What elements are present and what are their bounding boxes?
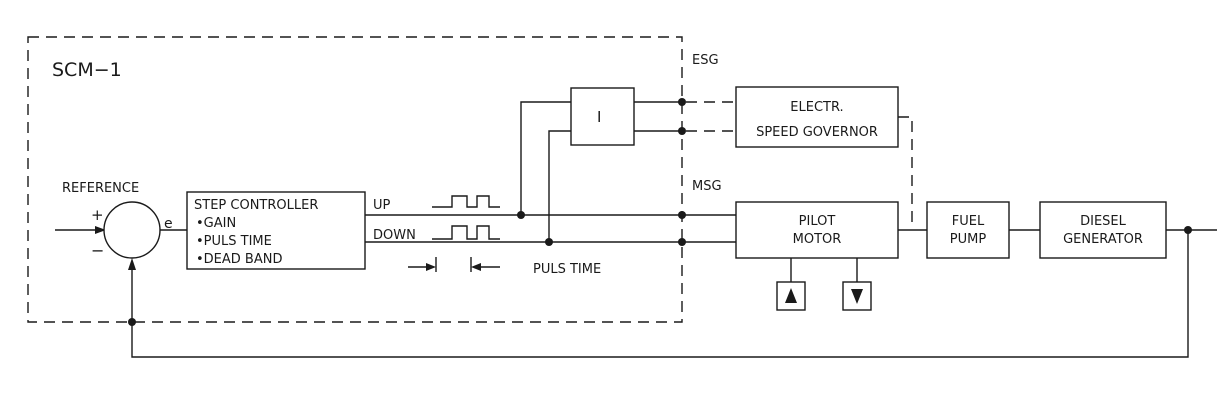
diesel-generator-box: [1039, 201, 1167, 259]
puls-time-label: PULS TIME: [533, 262, 601, 277]
up-pulse-train: [432, 195, 500, 208]
step-controller-box: [186, 191, 366, 270]
up-label: UP: [373, 198, 391, 213]
feedback-node: [128, 318, 136, 326]
fuel-pump-box: [926, 201, 1010, 259]
msg-node-up: [678, 211, 686, 219]
governor-line-1: ELECTR.: [790, 100, 843, 115]
governor-line-2: SPEED GOVERNOR: [756, 125, 878, 140]
msg-node-down: [678, 238, 686, 246]
scm-label: SCM−1: [52, 59, 122, 81]
step-controller-puls-time: •PULS TIME: [196, 234, 272, 249]
down-pulse-train: [432, 225, 500, 240]
step-controller-title: STEP CONTROLLER: [194, 198, 318, 213]
down-branch-node: [545, 238, 553, 246]
step-controller-dead-band: •DEAD BAND: [196, 252, 282, 267]
triangle-up-icon: [785, 288, 797, 303]
esg-label: ESG: [692, 53, 719, 68]
scm-boundary: [27, 36, 683, 323]
pilot-motor-line-1: PILOT: [799, 214, 836, 229]
minus-sign: −: [91, 241, 104, 260]
governor-output-line: [898, 116, 913, 229]
integrator-box: [570, 87, 635, 146]
manual-up-button[interactable]: [776, 281, 806, 311]
reference-arrowhead: [95, 226, 106, 234]
step-controller-gain: •GAIN: [196, 216, 236, 231]
feedback-arrowhead: [128, 258, 136, 270]
manual-down-button[interactable]: [842, 281, 872, 311]
governor-box: [735, 86, 899, 148]
triangle-down-icon: [851, 289, 863, 304]
esg-node-upper: [678, 98, 686, 106]
diesel-generator-line-2: GENERATOR: [1063, 232, 1143, 247]
output-node: [1184, 226, 1192, 234]
fuel-pump-line-1: FUEL: [952, 214, 985, 229]
integrator-label: I: [597, 108, 601, 126]
puls-time-right-arrowhead: [471, 263, 481, 271]
up-branch-line: [520, 101, 571, 215]
pilot-motor-line-2: MOTOR: [793, 232, 842, 247]
puls-time-left-arrowhead: [426, 263, 436, 271]
plus-sign: +: [91, 206, 104, 224]
fuel-pump-line-2: PUMP: [950, 232, 987, 247]
pilot-motor-box: [735, 201, 899, 259]
reference-label: REFERENCE: [62, 181, 139, 196]
down-label: DOWN: [373, 228, 416, 243]
summing-junction: [103, 201, 161, 259]
up-branch-node: [517, 211, 525, 219]
down-branch-line: [548, 130, 571, 242]
diesel-generator-line-1: DIESEL: [1080, 214, 1127, 229]
feedback-line: [131, 230, 1189, 358]
esg-node-lower: [678, 127, 686, 135]
error-label: e: [164, 216, 173, 232]
msg-label: MSG: [692, 179, 722, 194]
